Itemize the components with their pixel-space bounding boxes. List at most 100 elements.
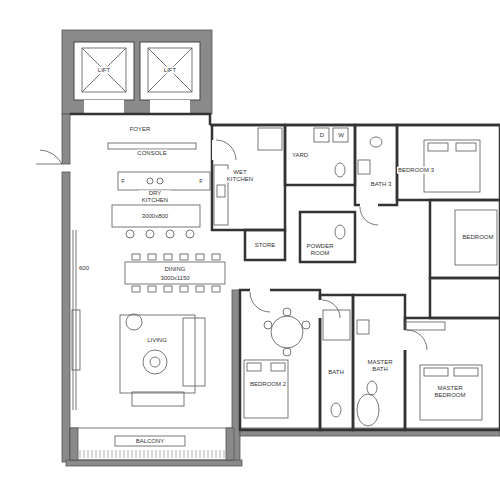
furniture-part — [247, 363, 261, 371]
room-label: 600 — [78, 265, 90, 272]
furniture-part — [132, 392, 184, 406]
balcony-rail-part — [112, 450, 113, 458]
furniture-part — [132, 286, 140, 292]
sanitary-fixtures-part — [357, 394, 379, 426]
balcony-rail-part — [180, 450, 181, 458]
room-walls-part — [355, 125, 397, 205]
room-label: MASTER BATH — [365, 359, 395, 372]
sanitary-fixtures-part — [370, 137, 382, 147]
furniture-part — [454, 368, 478, 376]
balcony-rail-part — [152, 450, 153, 458]
room-walls-part — [245, 230, 285, 260]
balcony-rail-part — [116, 450, 117, 458]
furniture-part — [264, 321, 272, 329]
room-label: FOYER — [129, 126, 152, 133]
room-label: WET KITCHEN — [225, 169, 255, 182]
furniture-part — [72, 310, 80, 370]
room-label: W — [337, 132, 345, 139]
room-walls — [212, 125, 500, 430]
balcony-rail-part — [132, 450, 133, 458]
kitchen-fittings-part — [186, 230, 194, 238]
room-label: DINING — [164, 266, 187, 273]
sanitary-fixtures-part — [335, 163, 345, 177]
room-walls-part — [318, 300, 322, 318]
room-walls-part — [300, 212, 355, 262]
room-label: LIFT — [163, 67, 177, 74]
exterior-wall-part — [62, 172, 70, 462]
room-label: F — [120, 178, 126, 185]
kitchen-fittings-part — [118, 172, 210, 190]
balcony-rail-part — [196, 450, 197, 458]
kitchen-fittings-part — [147, 178, 153, 184]
kitchen-fittings-part — [314, 128, 329, 142]
room-label: DRY KITCHEN — [139, 190, 171, 203]
exterior-wall — [36, 114, 500, 466]
furniture-part — [196, 286, 204, 292]
kitchen-fittings-part — [108, 143, 196, 149]
furniture-part — [164, 286, 172, 292]
kitchen-fittings-part — [126, 230, 134, 238]
balcony-rail-part — [128, 450, 129, 458]
lift-core — [62, 30, 212, 114]
balcony — [70, 428, 234, 460]
balcony-rail-part — [88, 450, 89, 458]
balcony-rail-part — [208, 450, 209, 458]
kitchen-fittings-part — [166, 230, 174, 238]
balcony-rail-part — [108, 450, 109, 458]
sanitary-fixtures-part — [357, 320, 369, 334]
furniture-part — [148, 254, 156, 260]
balcony-rail-part — [144, 450, 145, 458]
room-label: CONSOLE — [136, 150, 167, 157]
balcony-rail-part — [92, 450, 93, 458]
room-walls-part — [405, 318, 500, 430]
room-label: BEDROOM — [461, 234, 494, 241]
exterior-wall-part — [73, 230, 76, 410]
furniture-part — [120, 315, 195, 393]
balcony-rail — [80, 450, 224, 458]
furniture-part — [164, 254, 172, 260]
balcony-rail-part — [176, 450, 177, 458]
room-walls-part — [397, 125, 500, 200]
room-label: BEDROOM 3 — [397, 167, 435, 174]
room-label: LIVING — [146, 337, 168, 344]
kitchen-fittings-part — [258, 128, 282, 150]
balcony-rail-part — [164, 450, 165, 458]
balcony-rail-part — [220, 450, 221, 458]
balcony-rail-part — [168, 450, 169, 458]
furniture-part — [428, 143, 448, 151]
room-walls-part — [353, 295, 405, 430]
room-walls-part — [285, 125, 355, 185]
exterior-wall-part — [70, 114, 500, 125]
balcony-rail-part — [224, 450, 225, 458]
furniture-part — [150, 357, 160, 367]
furniture-part — [212, 254, 220, 260]
room-walls-part — [430, 278, 500, 318]
furniture-part — [143, 350, 167, 374]
sanitary-fixtures-part — [367, 381, 377, 395]
balcony-rail-part — [156, 450, 157, 458]
furniture-part — [180, 286, 188, 292]
balcony-rail-part — [188, 450, 189, 458]
furniture-part — [405, 322, 445, 330]
furniture — [72, 140, 497, 420]
room-label: STORE — [254, 242, 277, 249]
room-walls-part — [212, 140, 216, 160]
furniture-part — [302, 321, 310, 329]
balcony-rail-part — [160, 450, 161, 458]
exterior-wall-part — [66, 460, 242, 466]
balcony-part — [70, 428, 78, 460]
room-label: POWDER ROOM — [304, 243, 336, 256]
furniture-part — [283, 308, 291, 316]
furniture-part — [271, 316, 303, 348]
room-walls-part — [212, 125, 285, 230]
balcony-rail-part — [172, 450, 173, 458]
furniture-part — [196, 254, 204, 260]
furniture-part — [180, 254, 188, 260]
furniture-part — [455, 210, 497, 265]
furniture-part — [125, 262, 225, 284]
balcony-rail-part — [140, 450, 141, 458]
furniture-part — [456, 143, 476, 151]
balcony-rail-part — [120, 450, 121, 458]
furniture-part — [183, 318, 205, 386]
